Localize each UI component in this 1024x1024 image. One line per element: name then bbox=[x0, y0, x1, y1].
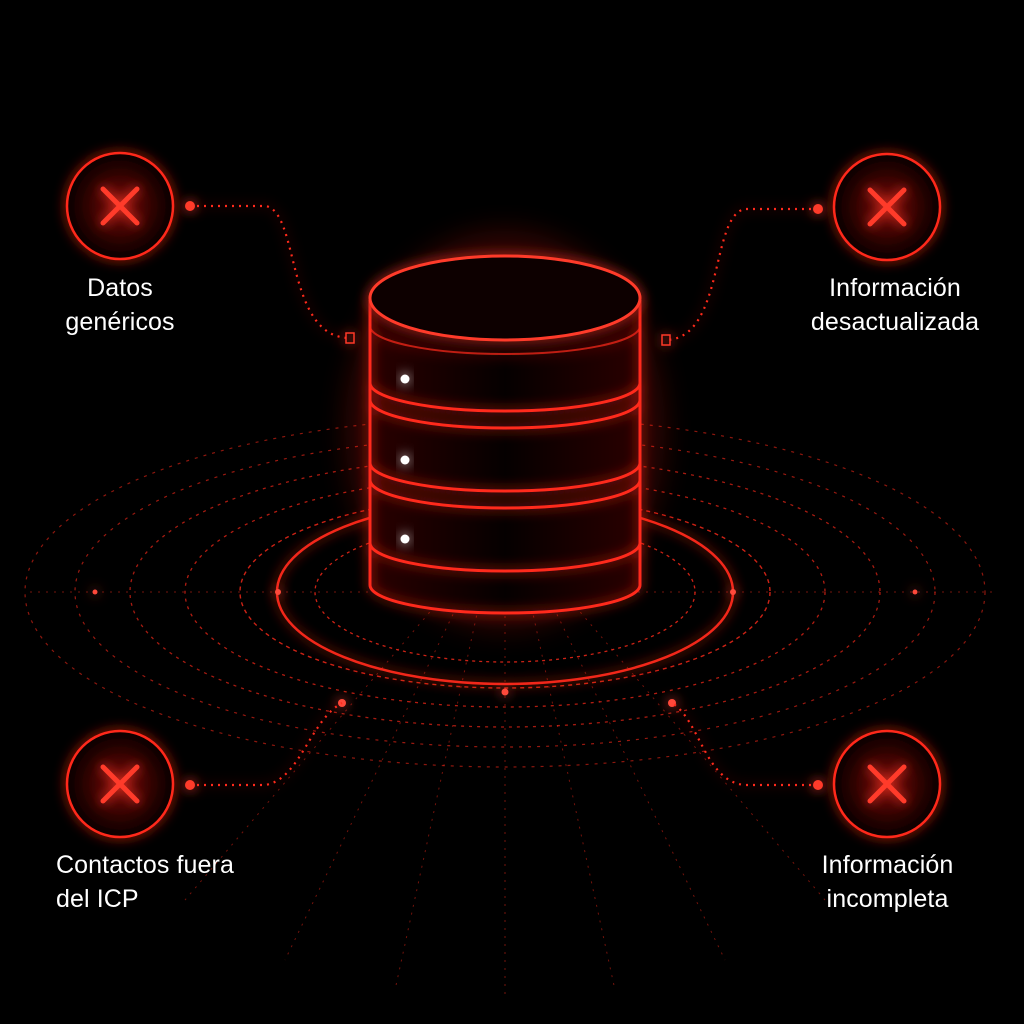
status-light-3 bbox=[400, 534, 410, 544]
problem-label-line: Datos bbox=[87, 274, 153, 302]
problem-label-line: Contactos fuera bbox=[56, 851, 234, 879]
problem-label-top-left: Datos genéricos bbox=[40, 271, 200, 339]
status-light-1 bbox=[400, 374, 410, 384]
problem-label-line: desactualizada bbox=[810, 308, 980, 336]
problem-label-line: genéricos bbox=[65, 308, 175, 336]
status-light-2 bbox=[400, 455, 410, 465]
problem-label-bottom-left: Contactos fuera del ICP bbox=[56, 848, 234, 916]
connector-endpoints bbox=[185, 201, 823, 790]
problem-label-line: incompleta bbox=[826, 885, 949, 913]
database-icon bbox=[345, 230, 665, 630]
problem-label-line: del ICP bbox=[56, 885, 139, 913]
close-x-icon bbox=[832, 152, 942, 262]
problem-label-top-right: Información desactualizada bbox=[800, 271, 990, 339]
problem-label-line: Información bbox=[829, 274, 961, 302]
close-x-icon bbox=[65, 729, 175, 839]
problem-label-line: Información bbox=[821, 851, 954, 879]
problem-label-bottom-right: Información incompleta bbox=[800, 848, 975, 916]
close-x-icon bbox=[65, 151, 175, 261]
close-x-icon bbox=[832, 729, 942, 839]
connectors bbox=[190, 204, 818, 787]
radar-grid-lines bbox=[30, 591, 995, 1000]
